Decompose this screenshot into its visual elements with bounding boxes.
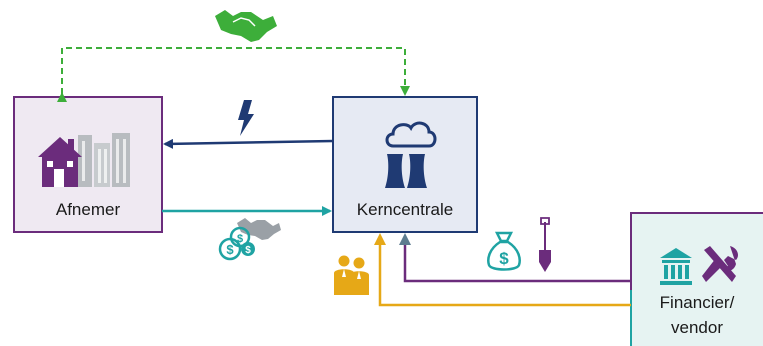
dashed-agreement-arrow (57, 47, 410, 102)
shovel-icon (539, 217, 551, 272)
power-arrow (163, 138, 334, 149)
svg-text:$: $ (237, 233, 243, 245)
nuclear-plant-icon (385, 121, 437, 188)
people-icon (334, 255, 369, 295)
svg-text:$: $ (499, 249, 509, 268)
lightning-icon (238, 100, 254, 136)
financing-arrow (399, 233, 631, 283)
house-factory-icon (38, 133, 130, 187)
money-bag-icon: $ (487, 231, 521, 271)
financier-label-line1: Financier/ (660, 293, 735, 312)
svg-text:$: $ (245, 245, 251, 256)
handshake-icon (215, 10, 277, 42)
bank-icon (660, 248, 692, 285)
tools-icon (702, 246, 738, 282)
svg-text:$: $ (226, 242, 234, 257)
kerncentrale-label: Kerncentrale (357, 200, 453, 219)
coins-icon: $ $ $ (218, 226, 255, 261)
vendor-arrow (374, 233, 631, 307)
kerncentrale-box (332, 96, 478, 233)
financier-label-line2: vendor (671, 318, 723, 337)
afnemer-label: Afnemer (56, 200, 121, 219)
